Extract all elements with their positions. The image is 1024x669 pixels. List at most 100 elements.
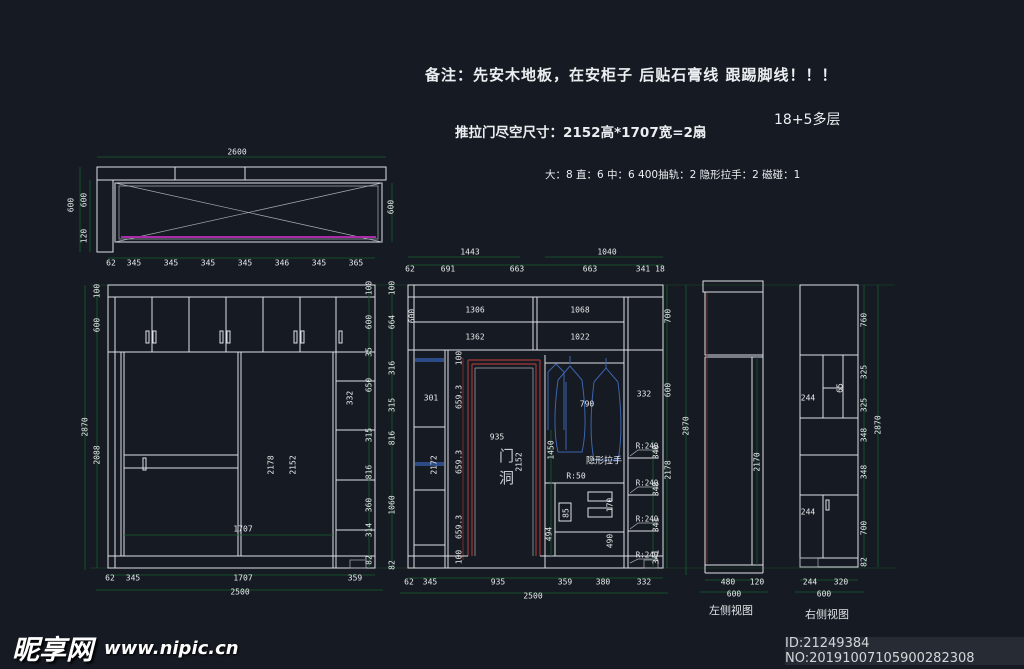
radius-label: R:240 xyxy=(635,441,659,451)
plan-depth-dim: 600 xyxy=(66,197,76,213)
radius-label: R:240 xyxy=(635,514,659,524)
le-top-dim: 345 xyxy=(163,258,179,268)
note-remark: 备注：先安木地板，在安柜子 后贴石膏线 跟踢脚线！！！ xyxy=(425,66,838,84)
plan-depth-dim: 600 xyxy=(386,199,396,215)
me-bottom-dim: 332 xyxy=(636,577,652,587)
le-left-dim: 100 xyxy=(92,283,102,299)
me-top-dim: 691 xyxy=(440,264,456,274)
me-bottom-dim: 380 xyxy=(595,577,611,587)
me-cab-height-dim: 600 xyxy=(407,308,417,324)
le-right-dim: 360 xyxy=(364,497,374,513)
lsv-height-total-dim: 2870 xyxy=(681,416,691,436)
le-bottom-dim: 1707 xyxy=(233,573,253,583)
me-door-chain-dim: 659.3 xyxy=(454,514,464,540)
le-right-dim: 816 xyxy=(364,464,374,480)
right-side-view-label: 右侧视图 xyxy=(805,608,849,621)
lsv-total-dim: 600 xyxy=(726,589,742,599)
me-hang-height-dim: 1450 xyxy=(546,440,556,460)
le-top-dim: 62 xyxy=(106,258,116,268)
le-top-dim: 345 xyxy=(237,258,253,268)
me-col-dim: 301 xyxy=(423,393,439,403)
me-top-dim: 663 xyxy=(582,264,598,274)
me-right-dim: 340 xyxy=(651,444,661,460)
me-bottom-dim: 62 xyxy=(404,577,414,587)
rsv-inner-dim: 65 xyxy=(835,383,845,393)
le-right-dim: 1060 xyxy=(387,495,397,515)
construction-lines xyxy=(90,284,895,569)
le-right-dim: 316 xyxy=(387,360,397,376)
me-right-dim: 341 xyxy=(651,517,661,533)
me-bottom-dim: 345 xyxy=(422,577,438,587)
me-drawer-dim: 170 xyxy=(605,497,615,513)
me-top-dim: 18 xyxy=(655,264,665,274)
rsv-total-dim: 600 xyxy=(816,589,832,599)
left-side-view xyxy=(685,280,768,593)
le-right-dim: 315 xyxy=(387,397,397,413)
me-cell-dim: 1022 xyxy=(570,332,590,342)
le-right-dim: 315 xyxy=(364,427,374,443)
rsv-right-dim: 348 xyxy=(859,427,869,443)
le-bottom-dim: 359 xyxy=(347,573,363,583)
hidden-handle-label: 隐形拉手 xyxy=(585,456,623,467)
rsv-right-dim: 325 xyxy=(859,397,869,413)
le-top-dim: 345 xyxy=(126,258,142,268)
me-total-width-dim: 2500 xyxy=(523,591,543,601)
le-door-width-dim: 1707 xyxy=(233,524,253,534)
plan-width-dim: 2600 xyxy=(227,147,247,157)
me-right-height-dim: 2178 xyxy=(663,460,673,480)
le-left-dim: 600 xyxy=(92,317,102,333)
door-opening-label: 门洞 xyxy=(497,448,515,492)
me-total-dim: 1443 xyxy=(460,247,480,257)
rsv-right-dim: 348 xyxy=(859,464,869,480)
radius-label: R:240 xyxy=(635,550,659,560)
le-right-dim: 82 xyxy=(387,560,397,570)
rsv-inner-dim: 244 xyxy=(800,393,816,403)
le-bottom-dim: 345 xyxy=(125,573,141,583)
watermark-site-name: 昵享网 xyxy=(12,635,93,666)
me-cell-dim: 1068 xyxy=(570,305,590,315)
watermark-site-url: www.nipic.cn xyxy=(104,638,239,659)
radius-label: R:240 xyxy=(635,478,659,488)
me-col-height-dim: 2172 xyxy=(429,455,439,475)
le-right-dim: 314 xyxy=(364,522,374,538)
plan-view xyxy=(79,156,393,253)
le-right-dim: 664 xyxy=(387,314,397,330)
me-bottom-dim: 359 xyxy=(557,577,573,587)
plan-gap-dim: 120 xyxy=(79,228,89,244)
le-height-total-dim: 2870 xyxy=(80,417,90,437)
note-door-size: 推拉门尽空尺寸：2152高*1707宽=2扇 xyxy=(455,125,707,141)
le-left-dim: 2088 xyxy=(92,445,102,465)
me-top-dim: 341 xyxy=(635,264,651,274)
left-side-view-label: 左侧视图 xyxy=(709,604,753,617)
le-top-dim: 346 xyxy=(274,258,290,268)
me-total-dim: 1040 xyxy=(597,247,617,257)
me-right-dim: 341 xyxy=(651,549,661,565)
rsv-right-dim: 760 xyxy=(859,312,869,328)
me-right-dim: 348 xyxy=(651,481,661,497)
rsv-right-dim: 325 xyxy=(859,364,869,380)
plan-depth-dim: 600 xyxy=(79,192,89,208)
image-id-text: ID:21249384 NO:20191007105900282308 xyxy=(785,636,975,666)
me-door-width-dim: 935 xyxy=(489,432,505,442)
me-door-chain-dim: 659.3 xyxy=(454,384,464,410)
le-right-dim: 82 xyxy=(364,555,374,565)
me-right-top-dim: 600 xyxy=(663,382,673,398)
right-side-view xyxy=(795,284,879,593)
image-id-bar: ID:21249384 NO:20191007105900282308 xyxy=(785,636,1024,666)
le-right-dim: 100 xyxy=(364,280,374,296)
rsv-right-dim: 82 xyxy=(859,557,869,567)
lsv-bottom-dim: 120 xyxy=(749,577,765,587)
note-layers: 18+5多层 xyxy=(774,112,841,128)
lsv-bottom-dim: 480 xyxy=(720,577,736,587)
le-shelf-dim: 332 xyxy=(345,390,355,406)
rsv-right-dim: 700 xyxy=(859,520,869,536)
me-drawer-dim: 494 xyxy=(544,526,554,542)
le-door-height-dim: 2178 xyxy=(266,455,276,475)
le-right-dim: 600 xyxy=(364,314,374,330)
le-door-height-dim: 2152 xyxy=(288,455,298,475)
le-right-dim: 816 xyxy=(387,430,397,446)
me-cab-height-dim: 700 xyxy=(663,308,673,324)
me-col2-dim: 332 xyxy=(636,389,652,399)
note-hardware: 大：8 直：6 中：6 400抽轨：2 隐形拉手：2 磁碰：1 xyxy=(545,169,801,181)
